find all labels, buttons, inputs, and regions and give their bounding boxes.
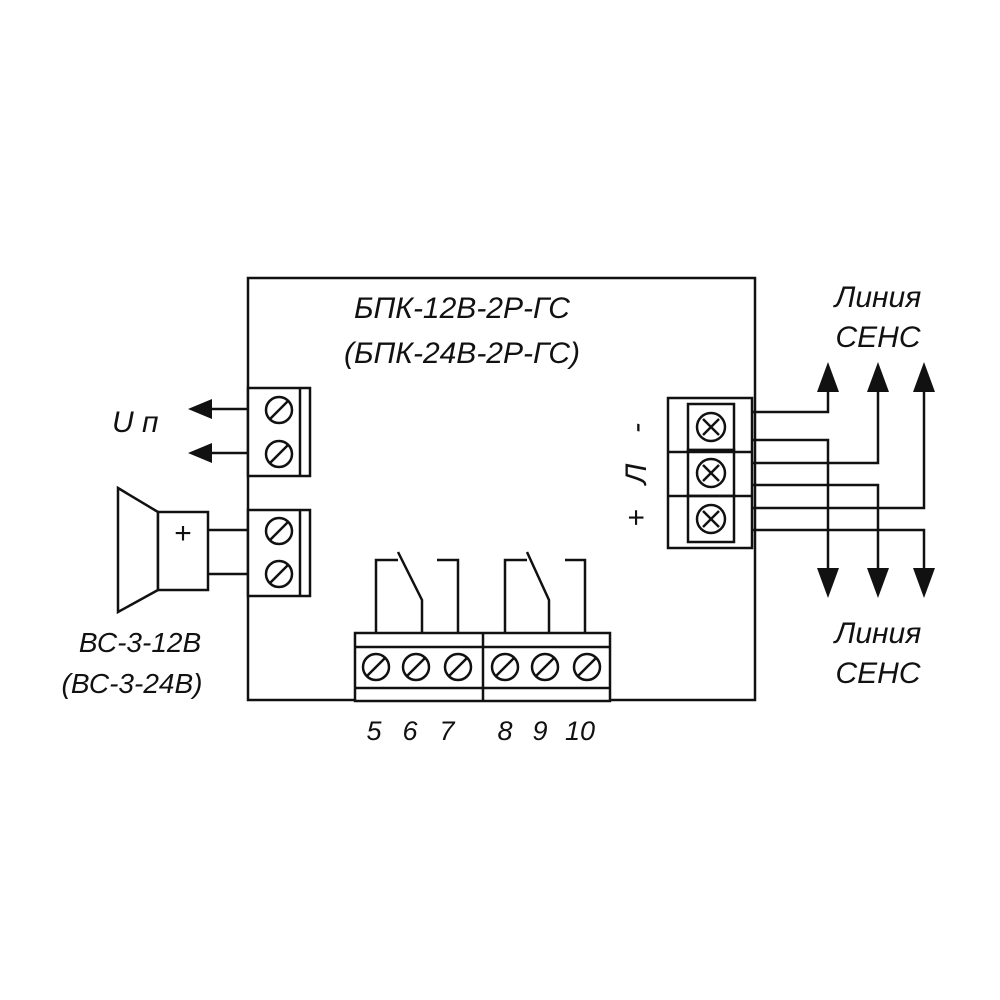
terminal-number-8: 8 bbox=[497, 716, 512, 746]
line-terminal-block bbox=[666, 396, 754, 550]
sens-arrow-down-1 bbox=[817, 568, 839, 598]
power-arrow-2 bbox=[188, 443, 212, 463]
sens-arrow-down-3 bbox=[913, 568, 935, 598]
power-arrow-1 bbox=[188, 399, 212, 419]
relay-terminal-strip bbox=[353, 631, 612, 703]
terminal-number-5: 5 bbox=[366, 716, 382, 746]
sens-arrow-down-2 bbox=[867, 568, 889, 598]
sens-top-label-1: Линия bbox=[833, 281, 921, 314]
line-minus-label: - bbox=[620, 423, 653, 433]
sens-bottom-label-1: Линия bbox=[833, 617, 921, 650]
siren-model-label: ВС-3-12В bbox=[79, 627, 201, 658]
sens-bottom-label-2: СЕНС bbox=[835, 657, 920, 690]
sens-arrow-up-3 bbox=[913, 362, 935, 392]
line-l-label: Л bbox=[620, 463, 653, 486]
terminal-number-7: 7 bbox=[439, 716, 455, 746]
terminal-number-6: 6 bbox=[402, 716, 418, 746]
power-terminal-block bbox=[246, 386, 312, 478]
device-model-label: БПК-12В-2Р-ГС bbox=[354, 292, 570, 325]
line-plus-label: + bbox=[620, 509, 653, 527]
device-model-alt-label: (БПК-24В-2Р-ГС) bbox=[344, 337, 580, 370]
terminal-number-9: 9 bbox=[532, 716, 547, 746]
siren-icon bbox=[116, 485, 248, 615]
sens-arrow-up-2 bbox=[867, 362, 889, 392]
sens-line-wiring bbox=[752, 390, 926, 570]
relay-1-contacts bbox=[374, 551, 460, 635]
siren-model-alt-label: (ВС-3-24В) bbox=[62, 668, 203, 699]
siren-polarity-label: + bbox=[174, 517, 192, 550]
relay-2-contacts bbox=[503, 551, 587, 635]
terminal-number-10: 10 bbox=[565, 716, 595, 746]
siren-terminal-block bbox=[246, 508, 312, 598]
power-label: U п bbox=[112, 406, 159, 439]
sens-top-label-2: СЕНС bbox=[835, 321, 920, 354]
sens-arrow-up-1 bbox=[817, 362, 839, 392]
